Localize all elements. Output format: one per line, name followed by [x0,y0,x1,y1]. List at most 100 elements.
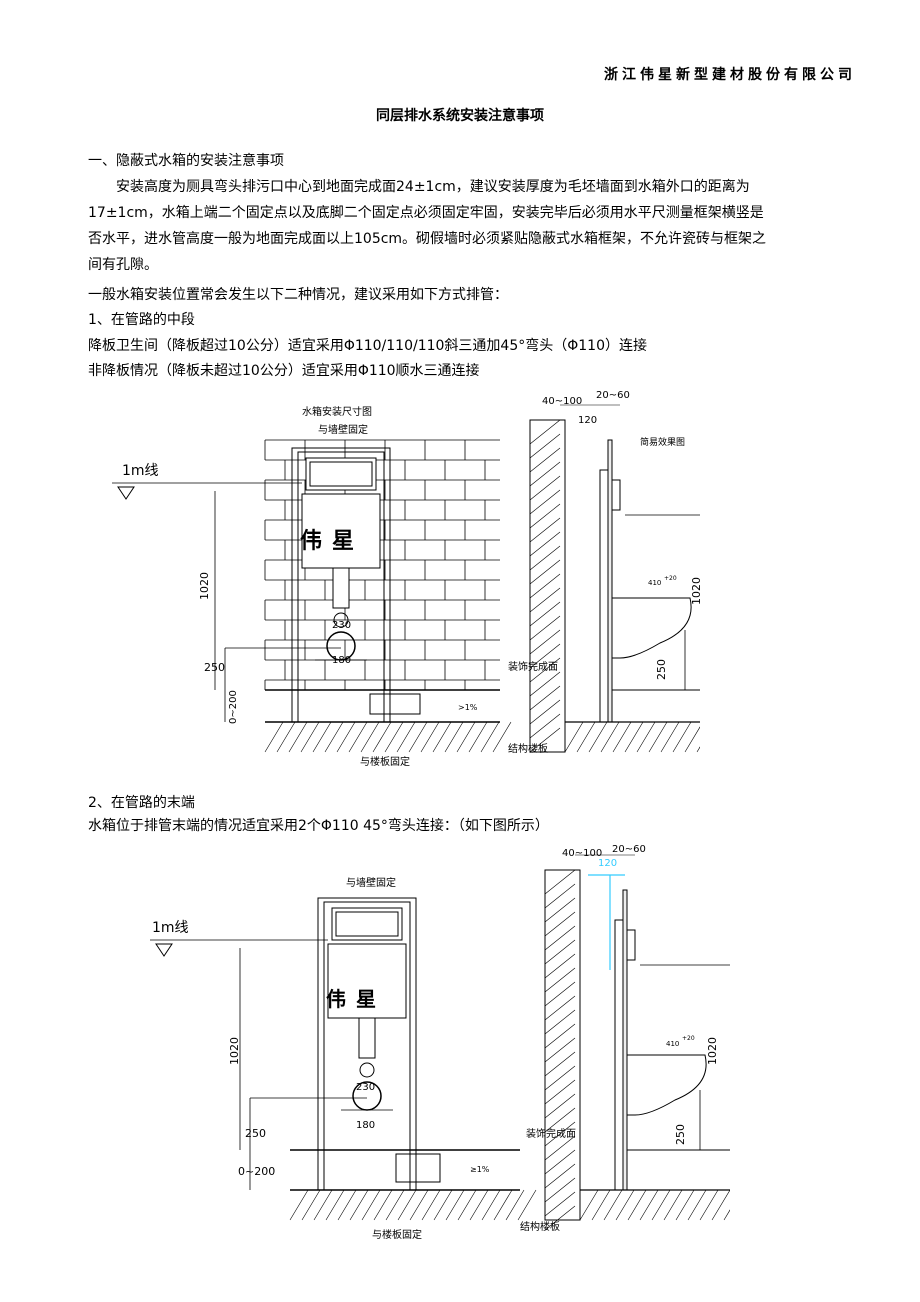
flush-pipe [332,567,350,609]
install-paragraph: 安装高度为厕具弯头排污口中心到地面完成面24±1cm，建议安装厚度为毛坯墙面到水… [88,179,767,273]
fig2-side-dim-1020: 1020 [706,1037,719,1065]
drawing-line [544,1051,576,1077]
drawing-line [480,721,500,753]
drawing-line [544,1149,576,1175]
wall-hung-toilet [626,1054,707,1116]
fig2-slope: ≥1% [470,1165,490,1174]
drawing-line [544,1121,576,1147]
level-marker-icon [117,486,135,500]
cistern-tank [301,493,381,569]
drawing-line [544,1093,576,1119]
drawing-line [529,419,561,445]
drawing-line [529,503,561,529]
drawing-line [529,433,561,459]
drawing-line [324,721,344,753]
drawing-line [529,629,561,655]
fig1-side-dim-120: 120 [578,415,597,426]
fig1-1m-line: 1m线 [122,463,159,479]
finish-wall [607,439,613,723]
drawing-line [723,1209,730,1221]
drawing-line [588,721,608,753]
drawing-line [627,1189,647,1221]
drawing-line [544,925,576,951]
fig1-dim-250: 250 [204,661,225,674]
drawing-line [529,461,561,487]
drawing-line [624,721,644,753]
fig1-structural-slab: 结构楼板 [508,742,548,755]
fig1-wall-fix: 与墙壁固定 [318,423,368,436]
drawing-line [349,1189,369,1221]
fig1-dim-230: 230 [332,620,351,631]
fig1-finish-surface: 装饰完成面 [508,660,558,673]
frame-side [599,469,609,723]
fig2-side-dim-410: 410 [666,1040,679,1048]
drawing-line [469,1189,489,1221]
drawing-line [433,1189,453,1221]
structural-wall [544,869,581,1221]
fig1-caption: 水箱安装尺寸图 [302,405,372,418]
drawing-line [675,1189,695,1221]
drawing-line [445,1189,465,1221]
drawing-line [544,1107,576,1133]
drawing-line [529,601,561,627]
drawing-line [301,1189,321,1221]
fig1-side-dim-40-100: 40~100 [542,396,582,407]
document-title: 同层排水系统安装注意事项 [376,108,544,124]
pipe-joint [333,612,349,628]
drawing-line [636,721,656,753]
case1-heading: 1、在管路的中段 [88,312,195,328]
fig2-dim-0-200: 0~200 [238,1165,275,1178]
fig2-1m-line: 1m线 [152,920,189,936]
drawing-line [289,1189,309,1221]
drawing-line [385,1189,405,1221]
drawing-line [384,721,404,753]
drawing-line [409,1189,429,1221]
drawing-line [660,721,680,753]
drawing-line [544,869,576,895]
fig2-side-dim-250: 250 [674,1124,687,1145]
drawing-line [564,721,584,753]
drawing-line [699,1189,719,1221]
fig2-brand-logo: 伟星 [326,987,386,1011]
drawing-line [493,1189,513,1221]
drawing-line [505,1189,525,1221]
drawing-line [544,967,576,993]
flush-plate [335,911,399,937]
fig1-side-dim-20-60: 20~60 [596,390,630,401]
drawing-line [529,699,561,725]
drawing-line [529,587,561,613]
drawing-line [420,721,440,753]
drawing-line [600,721,620,753]
drawing-line [544,1079,576,1105]
drawing-line [612,721,632,753]
drawing-line [276,721,296,753]
drawing-line [529,713,561,739]
flush-pipe [358,1017,376,1059]
frame-inner [323,901,411,1191]
drain-pipe [395,1153,441,1183]
drawing-line [576,721,596,753]
drawing-line [529,671,561,697]
case1-line1: 降板卫生间（降板超过10公分）适宜采用Φ110/110/110斜三通加45°弯头… [88,338,647,354]
drawing-line [603,1189,623,1221]
drawing-line [544,1191,576,1217]
drawing-line [615,1189,635,1221]
frame-inner [297,451,385,723]
drawing-line [663,1189,683,1221]
drawing-line [336,721,356,753]
frame-side [614,919,624,1191]
drawing-line [544,953,576,979]
fig2-side-tol: +20 [682,1035,695,1042]
company-name: 浙江伟星新型建材股份有限公司 [604,67,856,83]
drawing-line [544,981,576,1007]
drawing-line [684,726,700,753]
fig2-dim-180: 180 [356,1120,375,1131]
fig1-floor-fix: 与楼板固定 [360,755,410,768]
drawing-line [544,1135,576,1161]
drawing-line [529,545,561,571]
drawing-line [591,1189,611,1221]
case2-heading: 2、在管路的末端 [88,795,195,811]
drawing-line [325,1189,345,1221]
drawing-line [360,721,380,753]
drawing-line [544,995,576,1021]
